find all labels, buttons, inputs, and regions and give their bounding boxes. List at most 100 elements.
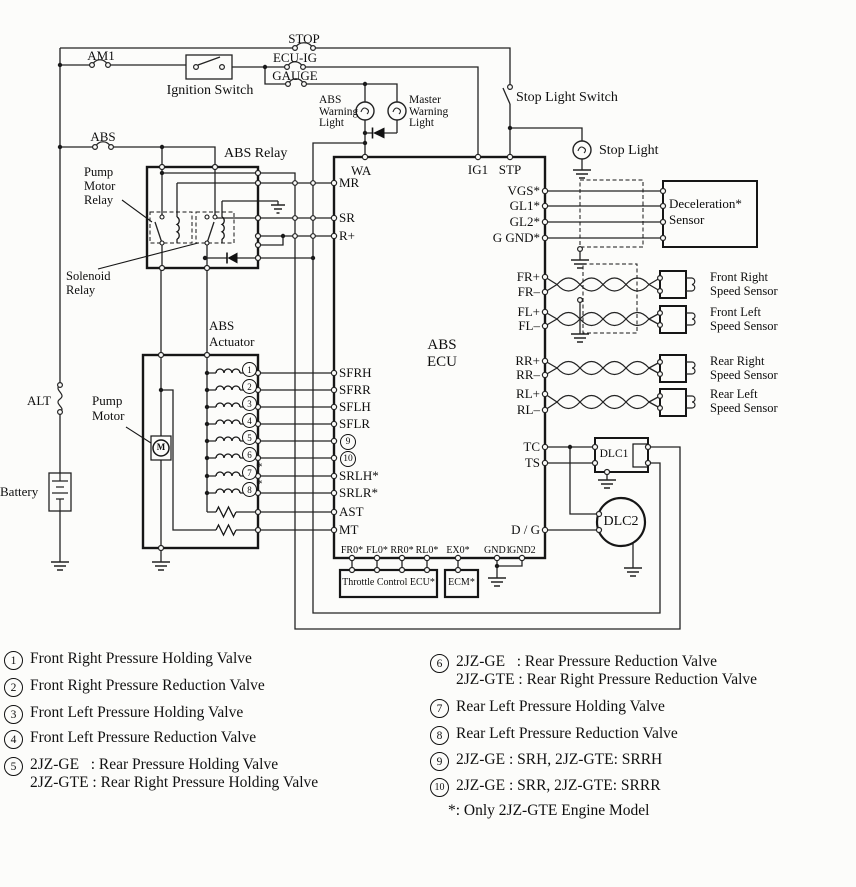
- ecu-pin-10: 10: [340, 451, 356, 467]
- ecu-title: ABS ECU: [427, 337, 457, 371]
- valve-number-2: 2: [242, 379, 257, 394]
- pump-motor-relay-label: Pump Motor Relay: [84, 165, 116, 207]
- stop-light-label: Stop Light: [599, 143, 659, 158]
- valve-8-asterisk: *: [256, 476, 263, 491]
- valve-number-1: 1: [242, 362, 257, 377]
- ground-symbols: [51, 169, 642, 587]
- legend-item-7: 7 Rear Left Pressure Holding Valve: [430, 698, 665, 718]
- deceleration-sensor-box: [579, 179, 758, 248]
- stop-fuse-label: STOP: [288, 31, 320, 46]
- ecu-pin-sflh: SFLH: [339, 399, 371, 414]
- ecu-pin-rlm: RL–: [516, 402, 540, 417]
- legend-text-5: 2JZ-GE : Rear Pressure Holding Valve 2JZ…: [30, 756, 319, 792]
- ecu-pin-tc: TC: [523, 439, 540, 454]
- legend-text-9: 2JZ-GE : SRH, 2JZ-GTE: SRRH: [456, 751, 663, 768]
- ecu-pin-ts: TS: [524, 455, 540, 470]
- stop-light-switch-label: Stop Light Switch: [516, 90, 618, 105]
- legend-num-8: 8: [430, 726, 449, 745]
- legend-text-2: Front Right Pressure Reduction Valve: [30, 677, 265, 694]
- wire-relay-to-dlc1: [162, 172, 681, 630]
- valve-number-6: 6: [242, 447, 257, 462]
- relay-diode: [226, 252, 238, 264]
- ignition-switch-label: Ignition Switch: [166, 83, 254, 98]
- valve-number-3: 3: [242, 396, 257, 411]
- ignition-switch-symbol: [185, 54, 233, 80]
- dlc2-label: DLC2: [603, 514, 639, 529]
- legend-text-6: 2JZ-GE : Rear Pressure Reduction Valve 2…: [456, 653, 758, 689]
- ecu-pin-rlp: RL+: [516, 386, 540, 401]
- fuse-symbols: [56, 42, 317, 416]
- terminal-circles: [157, 153, 667, 574]
- ecu-pin-mt: MT: [339, 522, 359, 537]
- ecu-pin-flp: FL+: [517, 304, 540, 319]
- ecu-pin-frp: FR+: [516, 269, 540, 284]
- ecu-pin-flm: FL–: [518, 318, 540, 333]
- ecu-pin-rrm: RR–: [516, 367, 540, 382]
- abs-fuse-label: ABS: [90, 129, 116, 144]
- ecu-pin-wa: WA: [351, 163, 372, 178]
- wire-warning-to-dlc1: [312, 142, 661, 614]
- ecu-pin-frm: FR–: [517, 284, 540, 299]
- abs-relay-box: [97, 165, 260, 270]
- legend-num-6: 6: [430, 654, 449, 673]
- legend-num-10: 10: [430, 778, 449, 797]
- dlc1-box: [594, 437, 649, 473]
- motor-m-label: M: [156, 442, 166, 452]
- ecu-pin-rplus: R+: [339, 228, 356, 243]
- legend-text-3: Front Left Pressure Holding Valve: [30, 704, 244, 721]
- ecu-pin-ast: AST: [339, 504, 364, 519]
- ecu-pin-vgs: VGS*: [507, 183, 540, 198]
- legend-text-8: Rear Left Pressure Reduction Valve: [456, 725, 678, 742]
- abs-relay-label: ABS Relay: [224, 146, 288, 161]
- ecu-pin-gnd1: GND1: [484, 545, 511, 556]
- legend-text-4: Front Left Pressure Reduction Valve: [30, 729, 257, 746]
- ecu-pin-ig1: IG1: [467, 162, 489, 177]
- ecu-pin-gl2: GL2*: [509, 214, 540, 229]
- ecu-pin-rrp: RR+: [515, 353, 540, 368]
- valve-number-8: 8: [242, 482, 257, 497]
- ecu-pin-mr: MR: [339, 175, 360, 190]
- speed-sensor-rr-label: Rear Right Speed Sensor: [710, 354, 778, 382]
- solenoid-relay-label: Solenoid Relay: [66, 269, 111, 297]
- pump-motor-label: Pump Motor: [92, 393, 125, 424]
- battery-symbol: [48, 472, 72, 512]
- legend-num-3: 3: [4, 705, 23, 724]
- legend-item-9: 9 2JZ-GE : SRH, 2JZ-GTE: SRRH: [430, 751, 662, 771]
- ecu-pin-gl1: GL1*: [509, 198, 540, 213]
- ecu-pin-9: 9: [340, 434, 356, 450]
- ecu-pin-stp: STP: [498, 162, 522, 177]
- legend-num-4: 4: [4, 730, 23, 749]
- speed-sensor-rl-label: Rear Left Speed Sensor: [710, 387, 778, 415]
- legend-item-6: 6 2JZ-GE : Rear Pressure Reduction Valve…: [430, 653, 757, 690]
- valve-7-asterisk: *: [256, 459, 263, 474]
- legend-item-10: 10 2JZ-GE : SRR, 2JZ-GTE: SRRR: [430, 777, 661, 797]
- ecu-pin-fl0: FL0*: [366, 545, 388, 556]
- legend-item-5: 5 2JZ-GE : Rear Pressure Holding Valve 2…: [4, 756, 318, 793]
- ecu-pin-fr0: FR0*: [340, 545, 364, 556]
- warning-light-bulbs: [355, 101, 407, 121]
- abs-warning-light-label: ABS Warning Light: [319, 94, 359, 129]
- ecu-pin-dg: D / G: [511, 522, 540, 537]
- stop-light-switch-symbol: [502, 83, 514, 105]
- valve-number-4: 4: [242, 413, 257, 428]
- ecu-ig-fuse-label: ECU-IG: [272, 50, 318, 65]
- legend-num-1: 1: [4, 651, 23, 670]
- ecu-pin-sfrr: SFRR: [339, 382, 371, 397]
- ecu-pin-ex0: EX0*: [446, 545, 470, 556]
- ecu-pin-sfrh: SFRH: [339, 365, 372, 380]
- master-warning-light-label: Master Warning Light: [409, 94, 449, 129]
- ecu-pin-rl0: RL0*: [415, 545, 439, 556]
- legend-num-2: 2: [4, 678, 23, 697]
- legend-item-8: 8 Rear Left Pressure Reduction Valve: [430, 725, 678, 745]
- legend-text-1: Front Right Pressure Holding Valve: [30, 650, 252, 667]
- legend-text-10: 2JZ-GE : SRR, 2JZ-GTE: SRRR: [456, 777, 661, 794]
- speed-sensor-fr-label: Front Right Speed Sensor: [710, 270, 778, 298]
- alt-link-label: ALT: [27, 393, 52, 408]
- am1-fuse-label: AM1: [87, 48, 115, 63]
- warning-diode: [371, 127, 385, 139]
- ecu-pin-ggnd: G GND*: [492, 230, 540, 245]
- junction-dots: [57, 62, 573, 569]
- dlc2-circle: [595, 496, 647, 548]
- ecu-pin-gnd2: GND2: [509, 545, 536, 556]
